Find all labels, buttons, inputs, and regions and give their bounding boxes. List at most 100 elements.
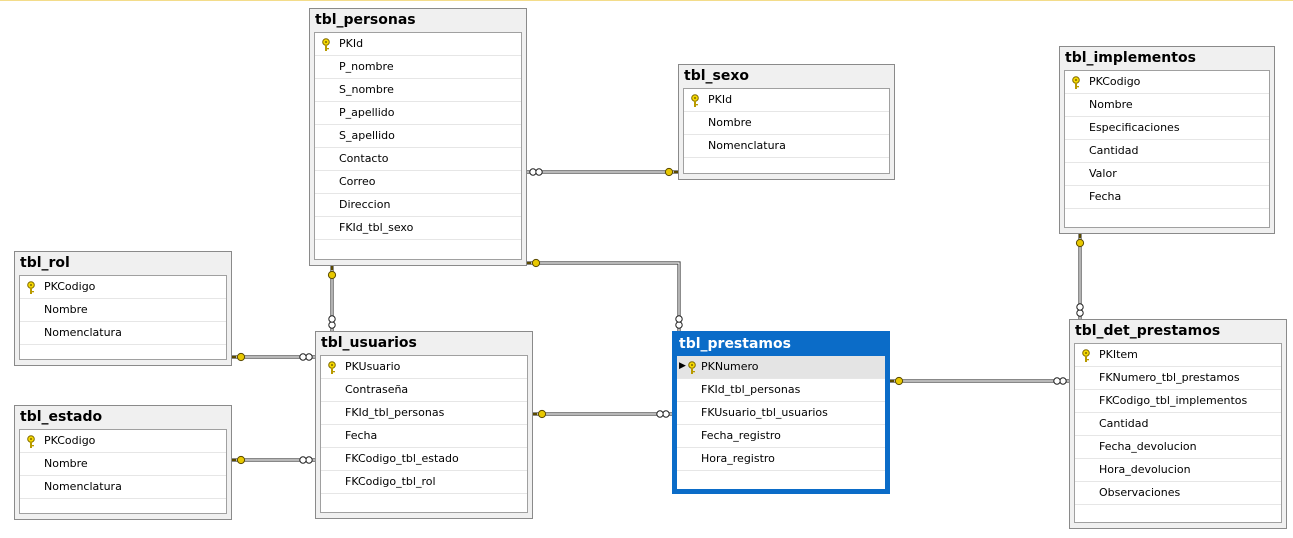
one-end-key-icon — [232, 352, 246, 362]
column-name: PKId — [708, 93, 733, 106]
column-row[interactable]: PKCodigo — [20, 276, 226, 299]
table-title: tbl_rol — [20, 255, 70, 271]
column-row[interactable]: Nombre — [684, 112, 889, 135]
column-row[interactable]: FKCodigo_tbl_implementos — [1075, 390, 1281, 413]
column-name: Fecha_registro — [701, 429, 781, 442]
column-row[interactable]: Nombre — [20, 299, 226, 322]
column-name: FKId_tbl_personas — [345, 406, 445, 419]
column-row[interactable]: FKCodigo_tbl_rol — [321, 471, 527, 494]
column-name: Nombre — [44, 303, 88, 316]
column-row[interactable]: FKId_tbl_sexo — [315, 217, 521, 240]
column-row[interactable]: Hora_registro — [677, 448, 885, 471]
column-name: Especificaciones — [1089, 121, 1180, 134]
column-name: Valor — [1089, 167, 1117, 180]
primary-key-icon — [26, 434, 36, 448]
column-row[interactable]: Fecha_registro — [677, 425, 885, 448]
relationship-usuarios-estado[interactable] — [232, 455, 315, 465]
column-row[interactable]: PKUsuario — [321, 356, 527, 379]
relationship-usuarios-rol[interactable] — [232, 352, 315, 362]
column-row[interactable]: Nomenclatura — [20, 322, 226, 345]
column-row[interactable]: Cantidad — [1065, 140, 1269, 163]
column-row[interactable]: Fecha — [1065, 186, 1269, 209]
one-end-key-icon — [327, 266, 337, 280]
column-row[interactable]: Fecha — [321, 425, 527, 448]
column-row[interactable]: PKItem — [1075, 344, 1281, 367]
relationship-prestamos-usuarios[interactable] — [533, 409, 672, 419]
relationship-personas-sexo[interactable] — [527, 167, 678, 177]
relationship-det-prestamos[interactable] — [890, 376, 1069, 386]
column-row[interactable]: Valor — [1065, 163, 1269, 186]
many-end-icon — [656, 410, 670, 418]
column-row[interactable]: Especificaciones — [1065, 117, 1269, 140]
column-row[interactable]: Nomenclatura — [20, 476, 226, 499]
column-row[interactable]: Cantidad — [1075, 413, 1281, 436]
many-end-icon — [328, 315, 336, 329]
relationship-usuarios-personas[interactable] — [327, 266, 337, 331]
column-name: FKCodigo_tbl_estado — [345, 452, 459, 465]
column-name: PKItem — [1099, 348, 1138, 361]
column-row[interactable]: P_nombre — [315, 56, 521, 79]
column-row[interactable]: PKId — [315, 33, 521, 56]
one-end-key-icon — [533, 409, 547, 419]
column-name: Cantidad — [1089, 144, 1139, 157]
column-name: PKCodigo — [44, 434, 96, 447]
column-row[interactable]: Direccion — [315, 194, 521, 217]
column-name: Nomenclatura — [44, 326, 122, 339]
column-row[interactable]: PKCodigo — [1065, 71, 1269, 94]
many-end-icon — [299, 456, 313, 464]
column-row[interactable]: S_nombre — [315, 79, 521, 102]
column-name: Correo — [339, 175, 376, 188]
column-row[interactable]: PKCodigo — [20, 430, 226, 453]
column-name: Contraseña — [345, 383, 409, 396]
relationship-prestamos-personas[interactable] — [527, 258, 683, 331]
one-end-key-icon — [527, 258, 541, 268]
column-name: P_nombre — [339, 60, 394, 73]
column-row[interactable]: FKCodigo_tbl_estado — [321, 448, 527, 471]
table-title: tbl_personas — [315, 12, 416, 28]
column-row[interactable]: Contacto — [315, 148, 521, 171]
column-row[interactable]: ▶PKNumero — [677, 356, 885, 379]
column-name: Fecha — [345, 429, 378, 442]
table-title: tbl_estado — [20, 409, 103, 425]
primary-key-icon — [1081, 348, 1091, 362]
table-title: tbl_prestamos — [679, 336, 791, 352]
column-name: Nomenclatura — [708, 139, 786, 152]
primary-key-icon — [1071, 75, 1081, 89]
column-row[interactable]: FKId_tbl_personas — [321, 402, 527, 425]
column-name: FKNumero_tbl_prestamos — [1099, 371, 1240, 384]
column-row[interactable]: FKUsuario_tbl_usuarios — [677, 402, 885, 425]
one-end-key-icon — [232, 455, 246, 465]
column-row[interactable]: S_apellido — [315, 125, 521, 148]
column-row[interactable]: Fecha_devolucion — [1075, 436, 1281, 459]
column-row[interactable]: Hora_devolucion — [1075, 459, 1281, 482]
column-name: P_apellido — [339, 106, 395, 119]
column-row[interactable]: Correo — [315, 171, 521, 194]
column-name: Hora_devolucion — [1099, 463, 1191, 476]
column-row[interactable]: P_apellido — [315, 102, 521, 125]
column-row[interactable]: FKId_tbl_personas — [677, 379, 885, 402]
column-row[interactable]: Nombre — [1065, 94, 1269, 117]
column-name: Fecha_devolucion — [1099, 440, 1197, 453]
column-row[interactable]: FKNumero_tbl_prestamos — [1075, 367, 1281, 390]
column-row[interactable]: Nombre — [20, 453, 226, 476]
relationship-det-implementos[interactable] — [1075, 234, 1085, 319]
column-row[interactable]: Observaciones — [1075, 482, 1281, 505]
column-row[interactable]: Contraseña — [321, 379, 527, 402]
column-row[interactable]: PKId — [684, 89, 889, 112]
many-end-icon — [299, 353, 313, 361]
column-row[interactable]: Nomenclatura — [684, 135, 889, 158]
